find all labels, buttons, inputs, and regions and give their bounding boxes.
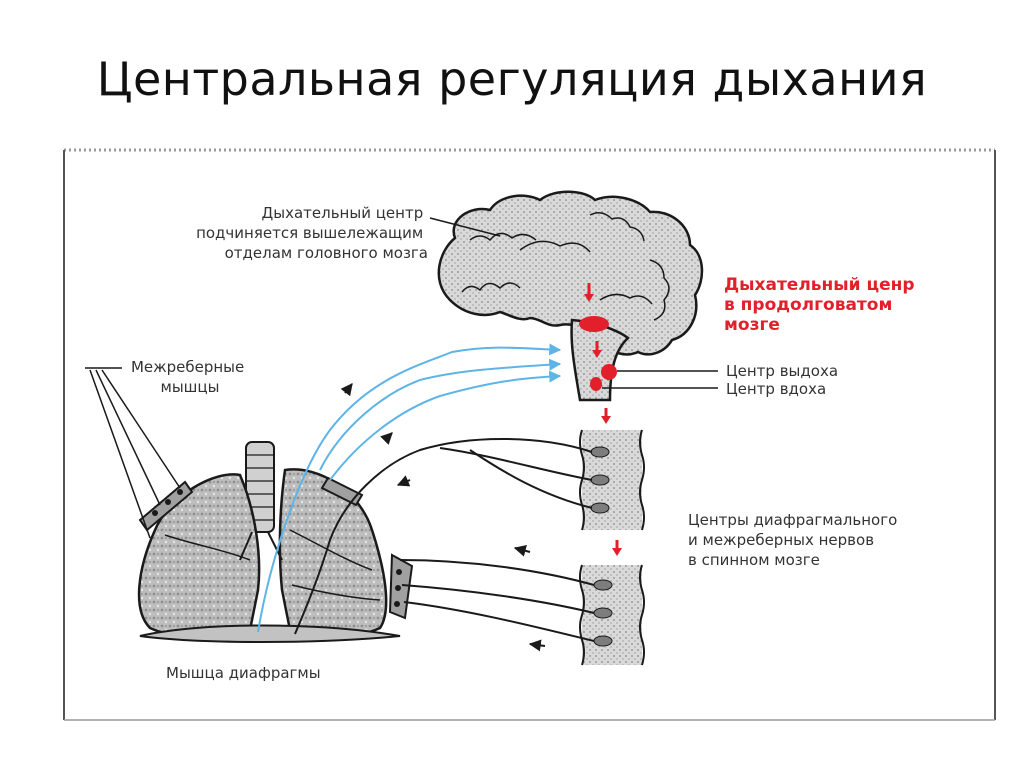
medulla-center-label: Дыхательный ценр в продолговатом мозге (724, 275, 920, 335)
diaphragm-shape (139, 624, 401, 643)
exhale-center-dot (601, 364, 617, 380)
exhale-center-label: Центр выдоха (726, 362, 838, 380)
diaphragm-label: Мышца диафрагмы (166, 664, 321, 682)
figure-frame (63, 148, 996, 721)
lungs-illustration (137, 441, 401, 643)
inhale-center-label: Центр вдоха (726, 380, 826, 398)
higher-brain-label: Дыхательный центр подчиняется вышележащи… (196, 204, 428, 262)
medulla-respiratory-center (579, 316, 609, 332)
slide-title: Центральная регуляция дыхания (96, 52, 928, 106)
brain-leader-line (429, 217, 501, 237)
intercostal-leader-lines (85, 367, 181, 539)
spinal-red-arrow (612, 540, 622, 556)
efferent-nerves (294, 383, 595, 652)
brain-illustration (437, 190, 704, 424)
spinal-cord-lower (579, 564, 645, 666)
spinal-centers-label: Центры диафрагмального и межреберных нер… (688, 511, 902, 569)
afferent-nerves (257, 343, 562, 633)
inhale-center-dot (590, 377, 602, 391)
intercostal-muscles-label: Межреберные мышцы (131, 358, 249, 396)
